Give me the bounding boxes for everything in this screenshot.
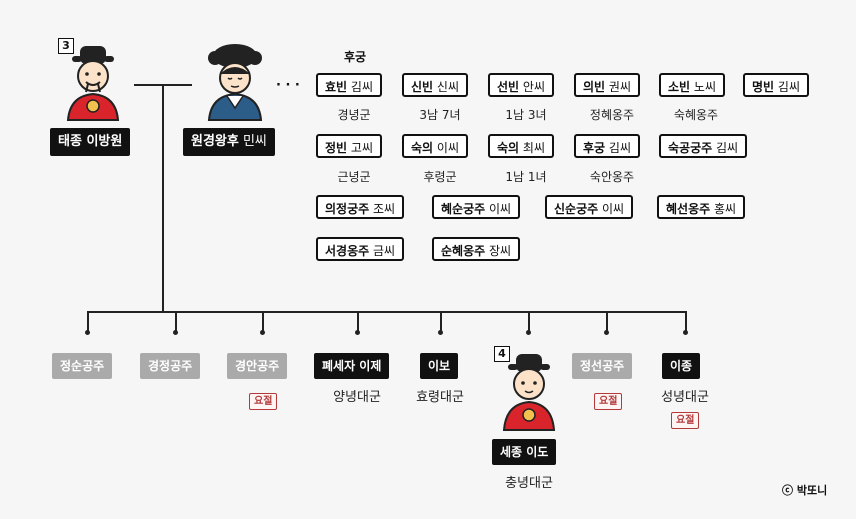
concubine-note: 경녕군 xyxy=(314,106,394,123)
child-princess: 정선공주 xyxy=(572,353,632,379)
concubine-box: 선빈 안씨 xyxy=(488,73,554,97)
king-avatar-icon xyxy=(62,42,124,122)
ellipsis-text: · · · xyxy=(276,78,300,93)
child-title: 성녕대군 xyxy=(645,386,725,405)
died-young-stamp: 요절 xyxy=(249,393,277,410)
concubine-note: 숙혜옹주 xyxy=(656,106,736,123)
child-prince-sejong: 세종 이도 xyxy=(492,439,556,465)
sejong-avatar-icon xyxy=(498,350,560,432)
child-dot xyxy=(173,330,178,335)
died-young-stamp: 요절 xyxy=(594,393,622,410)
concubine-box: 혜순궁주 이씨 xyxy=(432,195,520,219)
concubine-box: 신빈 신씨 xyxy=(402,73,468,97)
child-dot xyxy=(526,330,531,335)
child-princess: 경정공주 xyxy=(140,353,200,379)
child-princess: 정순공주 xyxy=(52,353,112,379)
queen-name: 원경왕후 민씨 xyxy=(183,128,275,156)
concubine-box: 후궁 김씨 xyxy=(574,134,640,158)
concubine-note: 1남 3녀 xyxy=(486,106,566,123)
concubine-note: 1남 1녀 xyxy=(486,168,566,185)
child-title: 양녕대군 xyxy=(317,386,397,405)
concubine-box: 신순궁주 이씨 xyxy=(545,195,633,219)
concubine-box: 효빈 김씨 xyxy=(316,73,382,97)
concubines-label: 후궁 xyxy=(344,48,366,65)
concubine-box: 순혜옹주 장씨 xyxy=(432,237,520,261)
concubine-note: 후령군 xyxy=(400,168,480,185)
king-name: 태종 이방원 xyxy=(50,128,130,156)
concubine-box: 서경옹주 금씨 xyxy=(316,237,404,261)
queen-avatar-icon xyxy=(203,42,267,122)
child-dot xyxy=(260,330,265,335)
concubine-box: 명빈 김씨 xyxy=(743,73,809,97)
trunk-line xyxy=(162,84,164,312)
child-dot xyxy=(85,330,90,335)
child-prince: 폐세자 이제 xyxy=(314,353,389,379)
child-princess: 경안공주 xyxy=(227,353,287,379)
concubine-box: 소빈 노씨 xyxy=(659,73,725,97)
author-credit: ⓒ 박또니 xyxy=(782,482,827,498)
concubine-box: 의빈 권씨 xyxy=(574,73,640,97)
concubine-box: 숙의 이씨 xyxy=(402,134,468,158)
concubine-box: 의정궁주 조씨 xyxy=(316,195,404,219)
child-title: 충녕대군 xyxy=(489,472,569,491)
concubine-box: 정빈 고씨 xyxy=(316,134,382,158)
concubine-box: 숙공궁주 김씨 xyxy=(659,134,747,158)
concubine-box: 혜선옹주 홍씨 xyxy=(657,195,745,219)
child-dot xyxy=(683,330,688,335)
concubine-box: 숙의 최씨 xyxy=(488,134,554,158)
child-dot xyxy=(604,330,609,335)
child-prince: 이종 xyxy=(662,353,700,379)
child-dot xyxy=(438,330,443,335)
child-title: 효령대군 xyxy=(400,386,480,405)
died-young-stamp: 요절 xyxy=(671,412,699,429)
concubine-note: 근녕군 xyxy=(314,168,394,185)
concubine-note: 3남 7녀 xyxy=(400,106,480,123)
concubine-note: 숙안옹주 xyxy=(572,168,652,185)
child-prince: 이보 xyxy=(420,353,458,379)
child-dot xyxy=(355,330,360,335)
concubine-note: 정혜옹주 xyxy=(572,106,652,123)
